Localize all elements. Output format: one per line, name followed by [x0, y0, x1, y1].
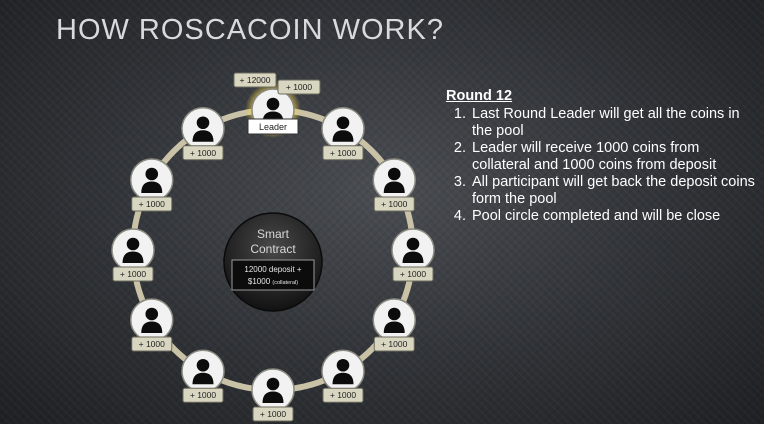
participant-node: + 1000 — [111, 228, 155, 282]
person-icon — [332, 116, 354, 142]
leader-badge-label: + 12000 — [240, 75, 271, 85]
person-icon — [122, 237, 144, 263]
round-heading: Round 12 — [446, 88, 513, 104]
participant-badge-label: + 1000 — [190, 390, 217, 400]
participant-badge-label: + 1000 — [190, 148, 217, 158]
participant-node: + 1000 — [130, 158, 174, 212]
participant-badge: + 1000 — [131, 196, 173, 212]
pool-amount-line1: 12000 deposit + — [244, 265, 301, 274]
participant-badge: + 1000 — [373, 336, 415, 352]
participant-node: + 1000 — [391, 228, 435, 282]
round-step-1: Last Round Leader will get all the coins… — [470, 106, 758, 140]
smart-contract-line2: Contract — [250, 242, 296, 256]
participant-node: + 1000 — [130, 298, 174, 352]
participant-badge-label: + 1000 — [381, 199, 408, 209]
participant-node: + 1000 — [372, 298, 416, 352]
slide-title: HOW ROSCACOIN WORK? — [56, 14, 444, 46]
person-icon — [383, 307, 405, 333]
participant-node: + 1000 — [372, 158, 416, 212]
pool-amount-line2: $1000 (collateral) — [248, 277, 298, 286]
collateral-amount: $1000 — [248, 277, 271, 286]
participant-badge: + 1000 — [322, 387, 364, 403]
participant-node: + 1000 — [321, 107, 365, 161]
participant-node: + 1000 — [251, 368, 295, 422]
round-description: Round 12 Last Round Leader will get all … — [446, 88, 758, 225]
participant-badge: + 1000 — [252, 406, 294, 422]
person-icon — [383, 167, 405, 193]
participant-badge-label: + 1000 — [330, 148, 357, 158]
participant-badge: + 1000 — [182, 145, 224, 161]
participant-badge-label: + 1000 — [400, 269, 427, 279]
smart-contract-line1: Smart — [257, 227, 290, 241]
participant-badge-label: + 1000 — [139, 199, 166, 209]
person-icon — [262, 377, 284, 403]
collateral-note: (collateral) — [272, 280, 298, 286]
round-step-3: All participant will get back the deposi… — [470, 174, 758, 208]
participant-badge-label: + 1000 — [120, 269, 147, 279]
leader-badge-label: + 1000 — [286, 82, 313, 92]
participant-badge-label: + 1000 — [381, 339, 408, 349]
participant-node: + 1000 — [321, 349, 365, 403]
participant-node: + 1000 — [181, 349, 225, 403]
person-icon — [192, 116, 214, 142]
person-icon — [332, 358, 354, 385]
participant-badge: + 1000 — [131, 336, 173, 352]
leader-label-box — [247, 118, 299, 135]
round-step-4: Pool circle completed and will be close — [470, 208, 758, 225]
leader-badge: + 12000 — [233, 72, 277, 88]
participant-badge: + 1000 — [373, 196, 415, 212]
participant-badge-label: + 1000 — [330, 390, 357, 400]
pool-amount-box — [231, 259, 315, 291]
participant-badge: + 1000 — [112, 266, 154, 282]
leader-node: Leader + 12000 + 1000 — [233, 72, 321, 138]
smart-contract: Smart Contract 12000 deposit + $1000 (co… — [223, 212, 323, 312]
round-steps-list: Last Round Leader will get all the coins… — [446, 106, 758, 225]
person-icon — [402, 237, 424, 263]
person-icon — [141, 167, 163, 193]
participant-node: + 1000 — [181, 107, 225, 161]
person-icon — [192, 358, 214, 385]
round-step-2: Leader will receive 1000 coins from coll… — [470, 140, 758, 174]
participant-badge-label: + 1000 — [260, 409, 287, 419]
participant-badge: + 1000 — [182, 387, 224, 403]
participant-badge: + 1000 — [322, 145, 364, 161]
leader-label: Leader — [259, 122, 287, 132]
participant-badge-label: + 1000 — [139, 339, 166, 349]
person-icon — [141, 307, 163, 333]
leader-badge: + 1000 — [277, 79, 321, 95]
participant-badge: + 1000 — [392, 266, 434, 282]
